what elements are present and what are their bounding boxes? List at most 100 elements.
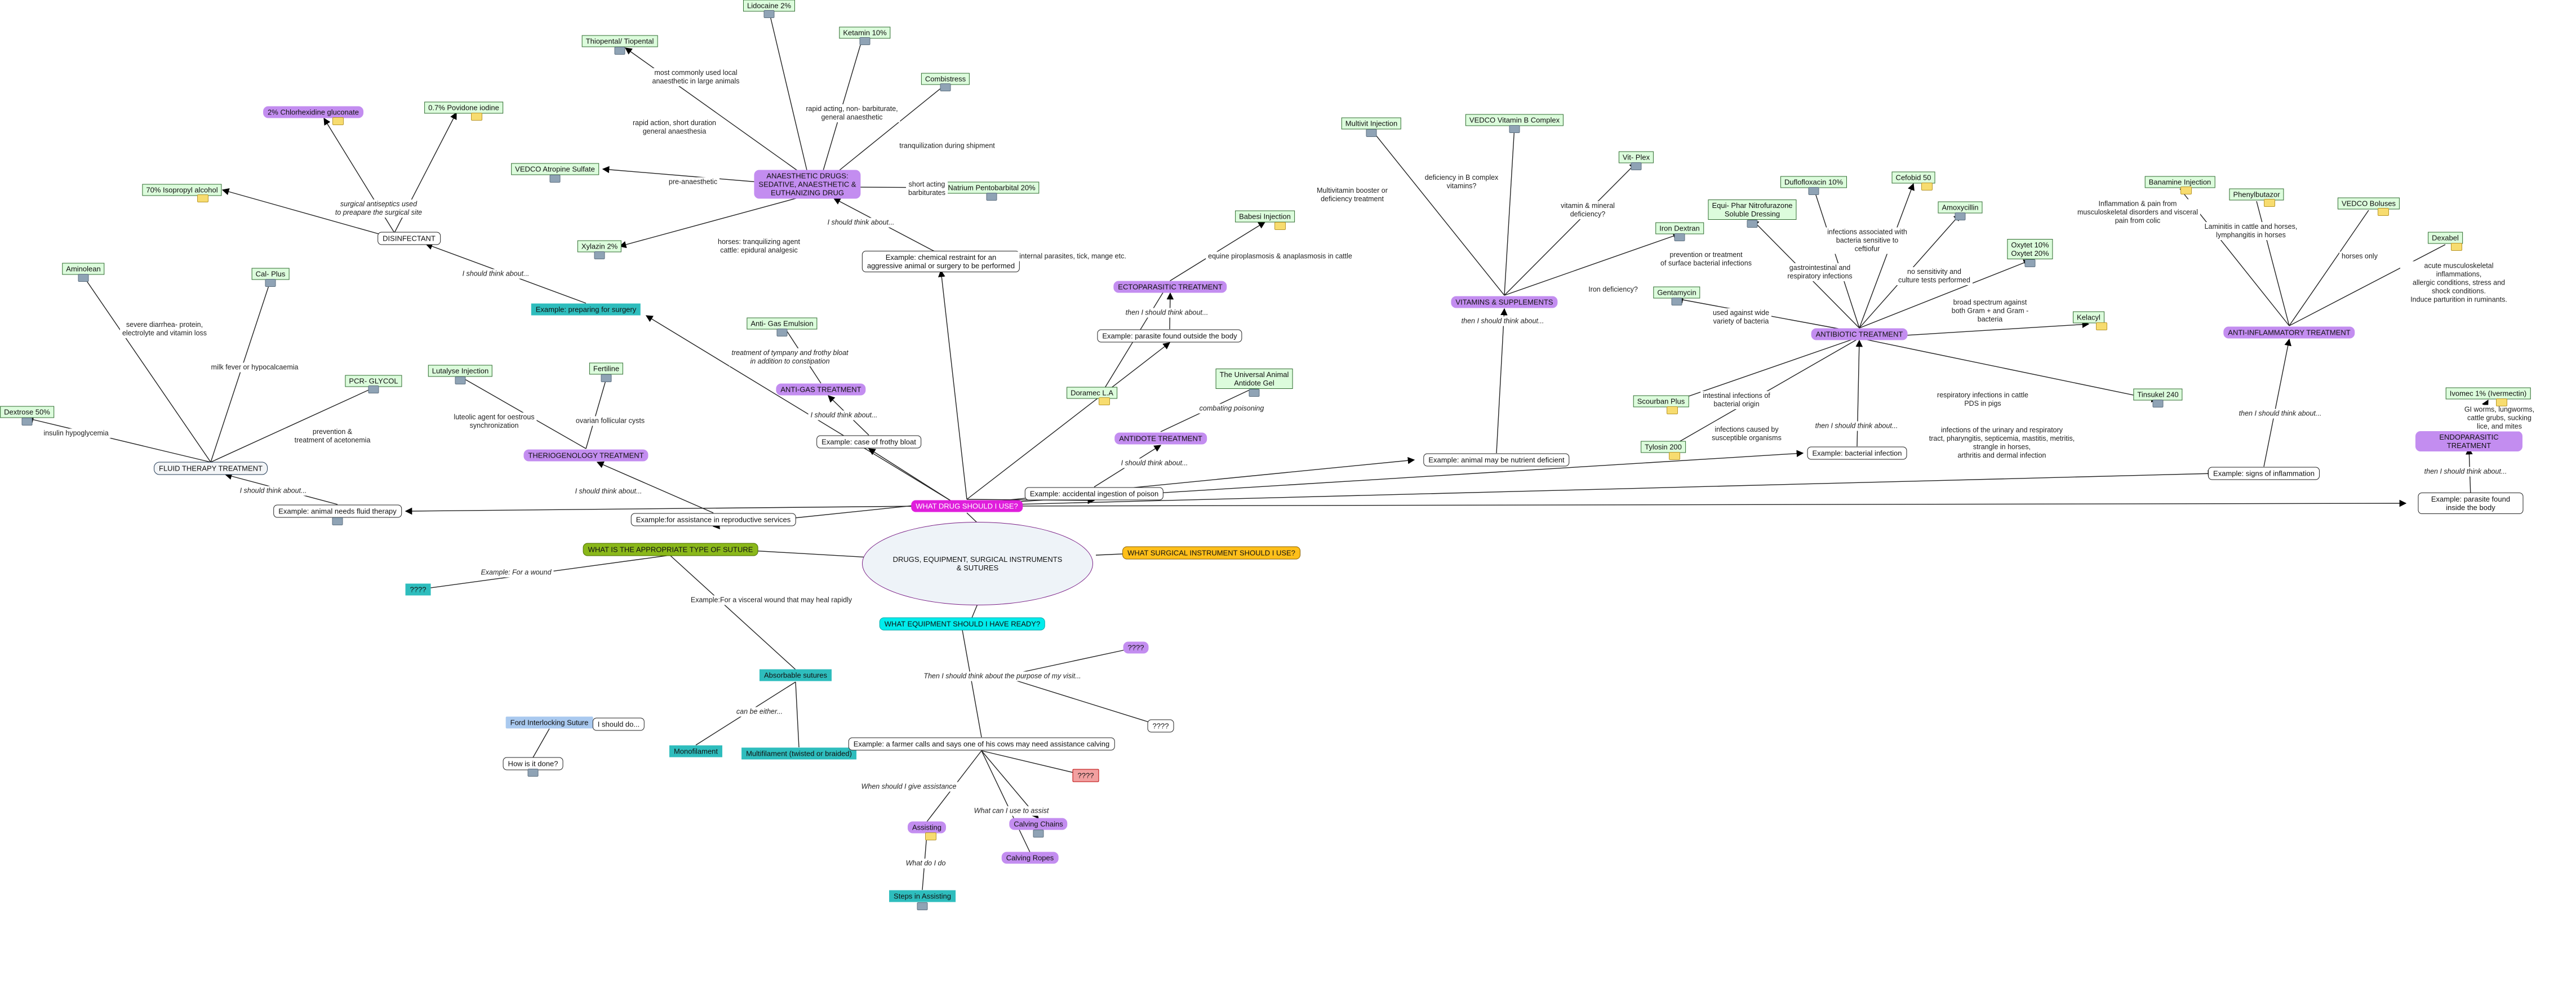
- node-preparing-surgery[interactable]: Example: preparing for surgery: [531, 303, 641, 316]
- node-what-suture[interactable]: WHAT IS THE APPROPRIATE TYPE OF SUTURE: [583, 543, 758, 556]
- note-icon[interactable]: [2180, 187, 2192, 194]
- node-iron-dextran[interactable]: Iron Dextran: [1655, 222, 1704, 234]
- node-thiopental[interactable]: Thiopental/ Tiopental: [581, 35, 658, 47]
- note-icon[interactable]: [2096, 322, 2107, 330]
- node-what-instrument[interactable]: WHAT SURGICAL INSTRUMENT SHOULD I USE?: [1122, 546, 1300, 560]
- note-icon[interactable]: [2264, 199, 2275, 207]
- node-lidocaine[interactable]: Lidocaine 2%: [743, 0, 796, 12]
- node-assisting[interactable]: Assisting: [907, 821, 947, 834]
- node-vitplex[interactable]: Vit- Plex: [1618, 151, 1654, 163]
- resource-icon[interactable]: [601, 374, 612, 382]
- node-farmer-example[interactable]: Example: a farmer calls and says one of …: [848, 737, 1115, 751]
- resource-icon[interactable]: [78, 274, 89, 282]
- resource-icon[interactable]: [2152, 400, 2164, 407]
- node-equipment-unknown-2[interactable]: ????: [1147, 719, 1174, 733]
- node-oxytet[interactable]: Oxytet 10% Oxytet 20%: [2007, 239, 2053, 259]
- node-tinsukel[interactable]: Tinsukel 240: [2133, 388, 2183, 401]
- node-ketamin[interactable]: Ketamin 10%: [839, 26, 891, 39]
- resource-icon[interactable]: [2024, 259, 2036, 267]
- node-fluid-therapy[interactable]: FLUID THERAPY TREATMENT: [154, 462, 268, 475]
- node-ivomec[interactable]: Ivomec 1% (Ivermectin): [2445, 387, 2531, 400]
- node-nutrient-example[interactable]: Example: animal may be nutrient deficien…: [1423, 453, 1570, 467]
- node-fertiline[interactable]: Fertiline: [589, 362, 624, 375]
- node-cefobid[interactable]: Cefobid 50: [1891, 171, 1935, 184]
- note-icon[interactable]: [1274, 222, 1286, 230]
- node-equipment-unknown-1[interactable]: ????: [1123, 641, 1149, 654]
- node-antidote[interactable]: ANTIDOTE TREATMENT: [1114, 432, 1207, 445]
- resource-icon[interactable]: [21, 418, 33, 426]
- node-calplus[interactable]: Cal- Plus: [251, 268, 290, 280]
- node-kelacyl[interactable]: Kelacyl: [2073, 311, 2104, 324]
- node-reproductive[interactable]: Example:for assistance in reproductive s…: [630, 513, 796, 526]
- node-multivit[interactable]: Multivit Injection: [1341, 117, 1402, 130]
- note-icon[interactable]: [2378, 208, 2389, 216]
- node-how-done[interactable]: How is it done?: [503, 757, 563, 770]
- node-what-equipment[interactable]: WHAT EQUIPMENT SHOULD I HAVE READY?: [879, 617, 1046, 631]
- node-ford-suture[interactable]: Ford Interlocking Suture: [505, 716, 593, 729]
- node-fluid-example[interactable]: Example: animal needs fluid therapy: [273, 504, 402, 518]
- node-antibiotic[interactable]: ANTIBIOTIC TREATMENT: [1811, 328, 1908, 340]
- node-multifilament[interactable]: Multifilament (twisted or braided): [741, 747, 856, 760]
- resource-icon[interactable]: [986, 193, 997, 201]
- resource-icon[interactable]: [1509, 125, 1520, 133]
- node-steps-assisting[interactable]: Steps in Assisting: [889, 890, 956, 902]
- resource-icon[interactable]: [1747, 220, 1758, 228]
- node-inflammation-example[interactable]: Example: signs of inflammation: [2208, 467, 2320, 480]
- resource-icon[interactable]: [594, 251, 605, 259]
- node-duflofloxacin[interactable]: Duflofloxacin 10%: [1780, 176, 1847, 188]
- resource-icon[interactable]: [1366, 129, 1377, 137]
- note-icon[interactable]: [2451, 243, 2462, 251]
- resource-icon[interactable]: [455, 376, 466, 384]
- resource-icon[interactable]: [549, 175, 561, 183]
- resource-icon[interactable]: [332, 517, 343, 525]
- node-ecto-example[interactable]: Example: parasite found outside the body: [1097, 329, 1242, 343]
- node-dexabel[interactable]: Dexabel: [2428, 232, 2463, 244]
- note-icon[interactable]: [1099, 397, 1110, 405]
- resource-icon[interactable]: [917, 902, 928, 910]
- node-pcr-glycol[interactable]: PCR- GLYCOL: [345, 375, 402, 387]
- resource-icon[interactable]: [1808, 187, 1819, 195]
- node-vedco-boluses[interactable]: VEDCO Boluses: [2337, 197, 2400, 210]
- node-scourban[interactable]: Scourban Plus: [1633, 395, 1689, 407]
- node-aminolean[interactable]: Aminolean: [62, 263, 105, 275]
- resource-icon[interactable]: [527, 769, 539, 777]
- resource-icon[interactable]: [940, 83, 951, 91]
- note-icon[interactable]: [1921, 183, 1933, 190]
- node-calving-chains[interactable]: Calving Chains: [1009, 818, 1068, 830]
- node-babesi[interactable]: Babesi Injection: [1235, 210, 1295, 223]
- node-bacterial-example[interactable]: Example: bacterial infection: [1807, 446, 1907, 460]
- resource-icon[interactable]: [1631, 162, 1642, 170]
- note-icon[interactable]: [332, 117, 344, 125]
- node-isopropyl[interactable]: 70% Isopropyl alcohol: [142, 184, 222, 196]
- node-anti-inflammatory[interactable]: ANTI-INFLAMMATORY TREATMENT: [2223, 326, 2355, 339]
- note-icon[interactable]: [2496, 398, 2507, 406]
- node-dextrose[interactable]: Dextrose 50%: [0, 406, 54, 418]
- note-icon[interactable]: [1669, 452, 1680, 460]
- node-lutalyse[interactable]: Lutalyse Injection: [428, 365, 493, 377]
- resource-icon[interactable]: [1033, 830, 1044, 838]
- resource-icon[interactable]: [763, 10, 775, 18]
- node-povidone[interactable]: 0.7% Povidone iodine: [424, 101, 503, 114]
- node-calving-ropes[interactable]: Calving Ropes: [1001, 852, 1059, 864]
- node-equiphar[interactable]: Equi- Phar Nitrofurazone Soluble Dressin…: [1708, 200, 1797, 220]
- node-absorbable[interactable]: Absorbable sutures: [759, 669, 832, 681]
- node-pentobarbital[interactable]: Natrium Pentobarbital 20%: [944, 181, 1040, 194]
- node-banamine[interactable]: Banamine Injection: [2144, 176, 2215, 188]
- note-icon[interactable]: [1667, 406, 1678, 414]
- resource-icon[interactable]: [614, 47, 625, 55]
- node-doramec[interactable]: Doramec L.A: [1067, 387, 1117, 399]
- resource-icon[interactable]: [1674, 233, 1685, 241]
- note-icon[interactable]: [197, 194, 208, 202]
- node-i-should-do[interactable]: I should do...: [592, 717, 645, 731]
- resource-icon[interactable]: [776, 329, 788, 336]
- resource-icon[interactable]: [1955, 212, 1966, 220]
- note-icon[interactable]: [471, 113, 482, 121]
- resource-icon[interactable]: [1249, 389, 1260, 397]
- node-frothy-bloat[interactable]: Example: case of frothy bloat: [816, 435, 921, 449]
- node-universal-antidote[interactable]: The Universal Animal Antidote Gel: [1215, 369, 1293, 389]
- node-vitamin-b[interactable]: VEDCO Vitamin B Complex: [1465, 114, 1564, 126]
- node-phenylbutazor[interactable]: Phenylbutazor: [2229, 188, 2284, 201]
- node-ectoparasitic[interactable]: ECTOPARASITIC TREATMENT: [1113, 281, 1227, 293]
- node-vitamins-supplements[interactable]: VITAMINS & SUPPLEMENTS: [1451, 296, 1558, 308]
- resource-icon[interactable]: [368, 385, 379, 393]
